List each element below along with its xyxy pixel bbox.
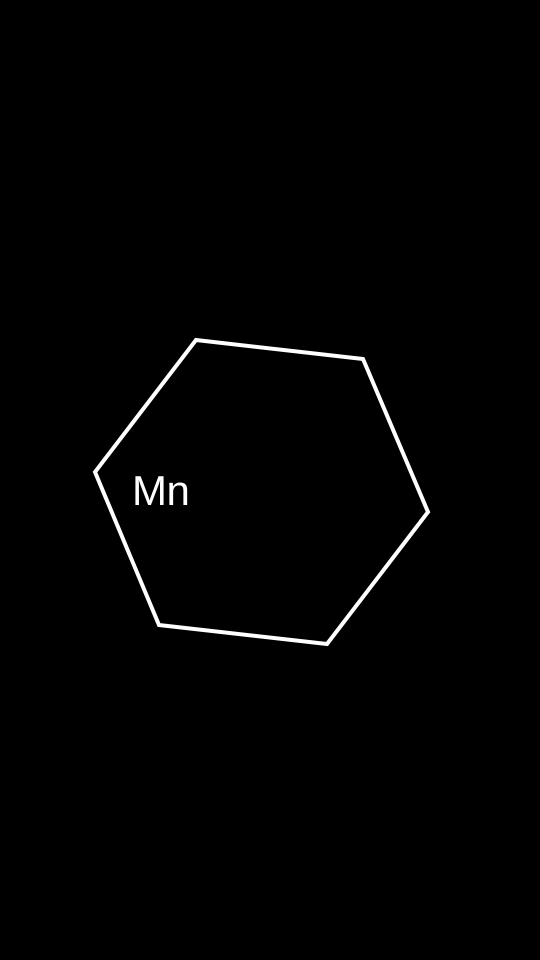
hexagon-outline <box>92 337 431 647</box>
element-symbol-label: Mn <box>132 467 190 514</box>
